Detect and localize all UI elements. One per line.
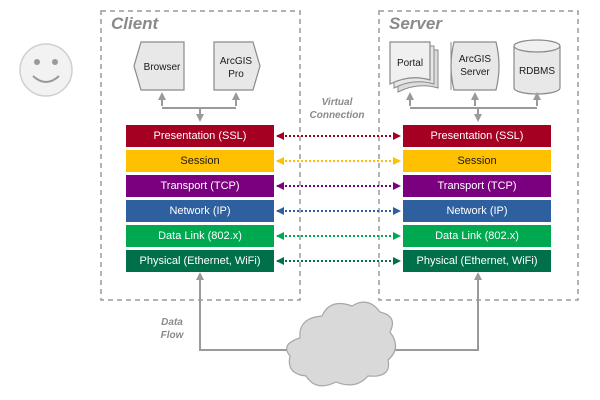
database-cylinder-icon bbox=[513, 39, 561, 95]
cloud-icon bbox=[286, 301, 397, 387]
data-flow-path bbox=[196, 272, 482, 351]
virtual-connection-label-line2: Connection bbox=[309, 110, 365, 121]
data-flow-label-line1: Data bbox=[161, 317, 183, 328]
server-layer-session: Session bbox=[403, 150, 551, 172]
virtual-connection-label: Virtual Connection bbox=[304, 96, 370, 122]
app-label-arcgis-server-line2: Server bbox=[460, 67, 490, 78]
client-layer-data-link: Data Link (802.x) bbox=[126, 225, 274, 247]
server-title: Server bbox=[389, 14, 442, 33]
client-layer-transport: Transport (TCP) bbox=[126, 175, 274, 197]
app-label-browser: Browser bbox=[144, 62, 181, 73]
client-layer-network: Network (IP) bbox=[126, 200, 274, 222]
smiley-face-icon bbox=[19, 43, 73, 97]
server-layer-data-link: Data Link (802.x) bbox=[403, 225, 551, 247]
portal-document-stack-icon bbox=[389, 41, 439, 93]
client-layer-physical: Physical (Ethernet, WiFi) bbox=[126, 250, 274, 272]
app-label-portal: Portal bbox=[397, 58, 423, 69]
layer-connectors bbox=[276, 132, 401, 265]
server-layer-network: Network (IP) bbox=[403, 200, 551, 222]
arcgis-server-icon bbox=[450, 41, 500, 91]
server-app-connectors bbox=[406, 92, 541, 122]
data-flow-label: Data Flow bbox=[152, 316, 192, 342]
app-label-arcgis-pro-line2: Pro bbox=[228, 69, 244, 80]
server-layer-transport: Transport (TCP) bbox=[403, 175, 551, 197]
client-layer-session: Session bbox=[126, 150, 274, 172]
arcgis-pro-icon bbox=[213, 41, 261, 91]
client-layer-presentation: Presentation (SSL) bbox=[126, 125, 274, 147]
server-layer-presentation: Presentation (SSL) bbox=[403, 125, 551, 147]
server-layer-physical: Physical (Ethernet, WiFi) bbox=[403, 250, 551, 272]
client-title: Client bbox=[111, 14, 159, 33]
virtual-connection-label-line1: Virtual bbox=[321, 97, 353, 108]
data-flow-label-line2: Flow bbox=[160, 330, 184, 341]
client-app-connectors bbox=[158, 92, 240, 122]
app-label-rdbms: RDBMS bbox=[519, 66, 555, 77]
app-label-arcgis-pro-line1: ArcGIS bbox=[220, 56, 253, 67]
browser-icon bbox=[133, 41, 185, 91]
app-label-arcgis-server-line1: ArcGIS bbox=[459, 54, 492, 65]
